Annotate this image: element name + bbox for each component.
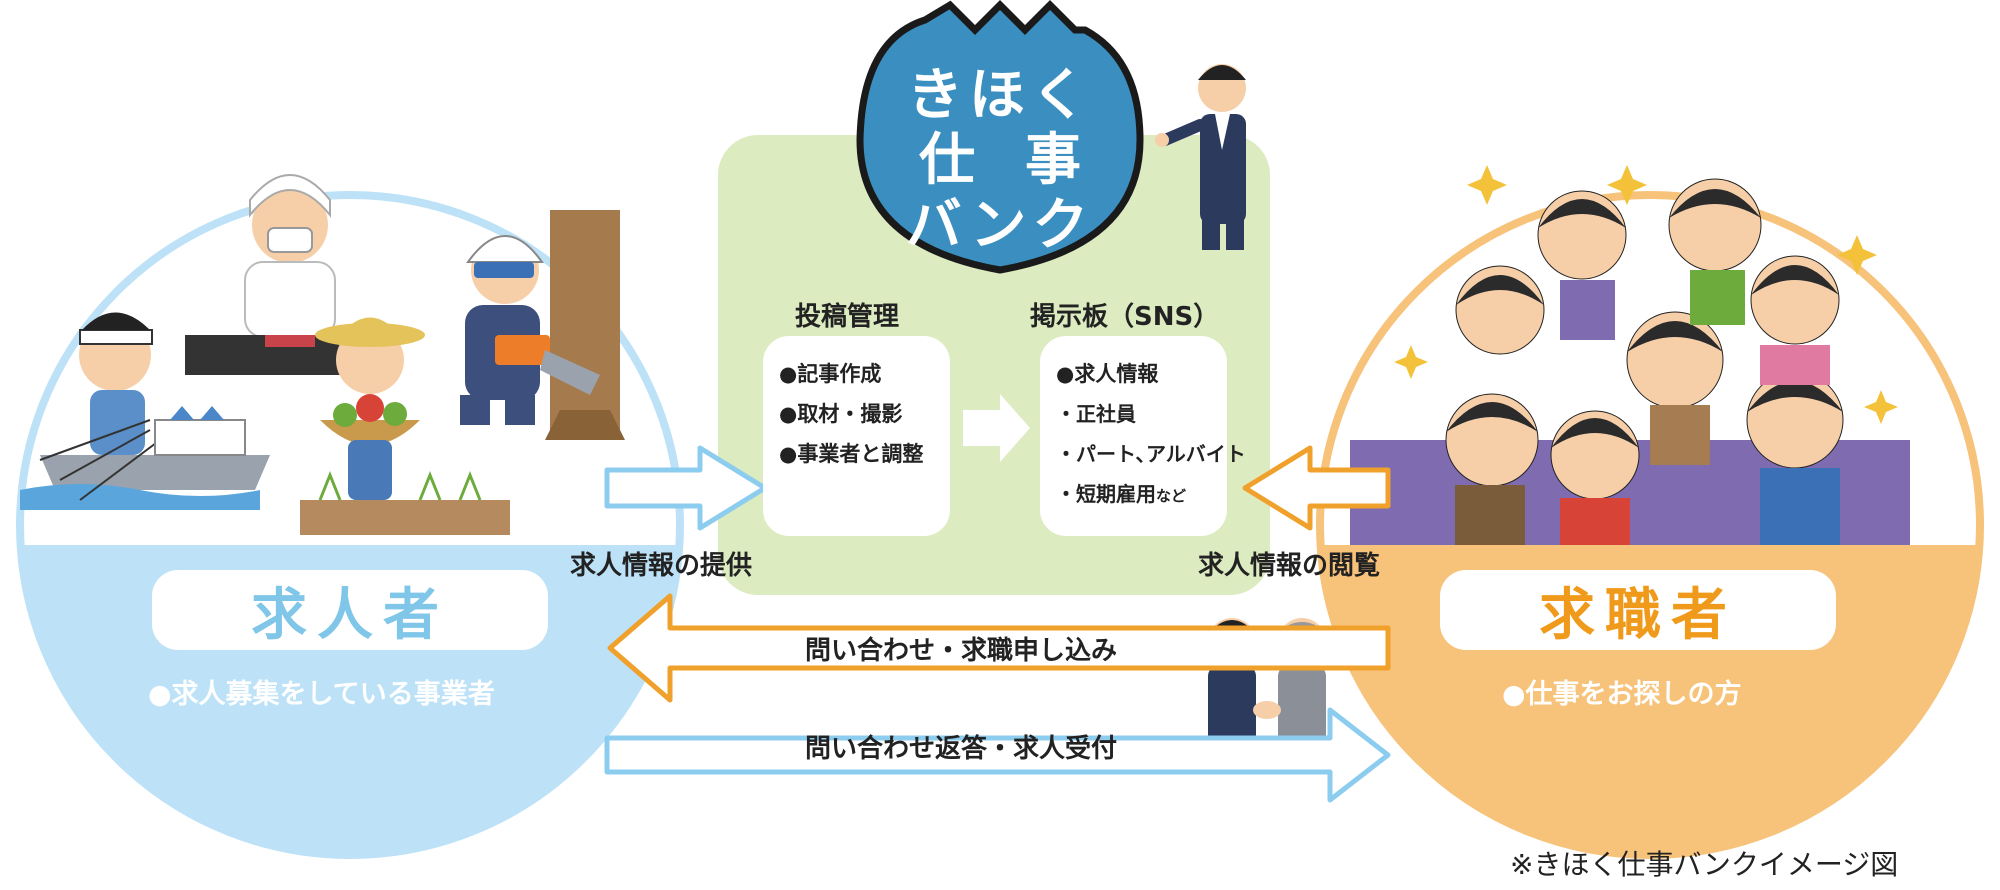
employer-illustration [20,174,625,535]
bulletin-item: ・パート､アルバイト [1056,442,1246,466]
bulletin-board-box: ●求人情報 ・正社員 ・パート､アルバイト ・短期雇用など [1040,336,1246,536]
logo-line-1: きほく [907,63,1093,128]
reply-arrow [604,707,1391,803]
provide-arrow [604,445,768,531]
reply-label: 問い合わせ返答・求人受付 [805,734,1118,764]
internal-arrow [963,394,1030,462]
seeker-description: ●仕事をお探しの方 [1502,679,1742,710]
employer-title: 求人者 [152,570,548,650]
bulletin-board-heading: 掲示板（SNS） [1030,302,1220,332]
image-caption: ※きほく仕事バンクイメージ図 [1510,848,1899,881]
businessman-illustration [1155,64,1246,250]
logo-badge [856,0,1144,274]
bulletin-item-note: など [1156,487,1187,505]
bulletin-item: ●求人情報 [1056,362,1159,386]
inquiry-label: 問い合わせ・求職申し込み [805,636,1118,666]
post-management-box: ●記事作成 ●取材・撮影 ●事業者と調整 [763,336,950,536]
post-management-heading: 投稿管理 [795,302,900,332]
logo-line-3: バンク [905,193,1095,258]
bulletin-item: ・正社員 [1056,402,1136,426]
post-management-item: ●事業者と調整 [779,442,924,466]
browse-label: 求人情報の閲覧 [1198,551,1381,581]
inquiry-arrow [607,593,1391,703]
logo-line-2a: 仕 [919,128,975,193]
browse-arrow [1242,445,1391,531]
bulletin-item-text: ・短期雇用 [1056,482,1156,506]
seeker-title: 求職者 [1440,570,1836,650]
post-management-item: ●記事作成 [779,362,882,386]
employer-description: ●求人募集をしている事業者 [148,679,495,710]
seeker-illustration [1350,165,1910,545]
provide-label: 求人情報の提供 [570,551,753,581]
post-management-item: ●取材・撮影 [779,402,903,426]
bulletin-item-last: ・短期雇用など [1056,474,1211,516]
logo-line-2b: 事 [1025,128,1081,193]
